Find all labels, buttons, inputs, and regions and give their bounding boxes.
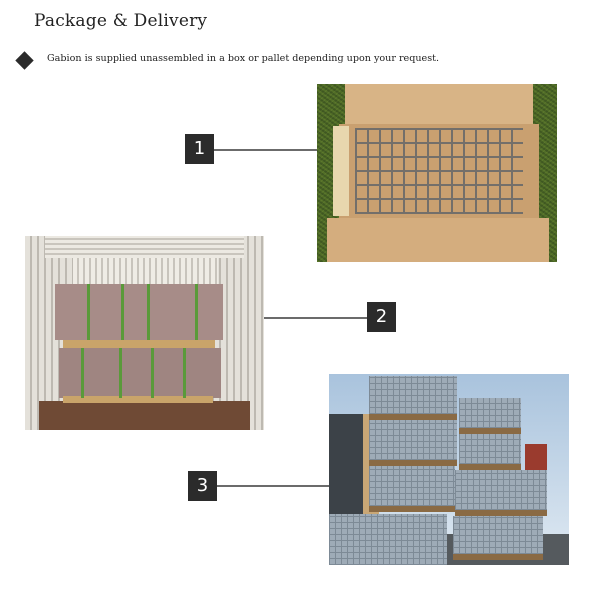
box-flap-top bbox=[345, 84, 533, 128]
photo-box-packaging bbox=[317, 84, 557, 262]
strap bbox=[147, 284, 150, 340]
mesh-stack bbox=[369, 466, 455, 506]
pallet bbox=[369, 460, 457, 466]
wrapped-load-bottom bbox=[59, 348, 221, 398]
mesh-stack bbox=[369, 376, 457, 414]
step-badge-2: 2 bbox=[367, 302, 396, 332]
leader-line-1 bbox=[214, 149, 317, 151]
box-flap-bottom bbox=[327, 218, 549, 262]
box-side-panel bbox=[333, 126, 349, 216]
pallet bbox=[459, 464, 521, 470]
mesh-stack bbox=[369, 420, 457, 460]
container-ceiling bbox=[45, 236, 244, 258]
photo-pallet-stacks bbox=[329, 374, 569, 565]
description-text: Gabion is supplied unassembled in a box … bbox=[47, 53, 440, 64]
mesh-stack bbox=[459, 398, 521, 428]
leader-line-2 bbox=[264, 317, 367, 319]
pallet bbox=[369, 414, 457, 420]
red-container bbox=[525, 444, 547, 472]
gabion-mesh-panel bbox=[355, 128, 523, 214]
leader-line-3 bbox=[217, 485, 329, 487]
mesh-stack bbox=[453, 516, 543, 554]
mesh-stack bbox=[459, 434, 521, 464]
diamond-bullet-icon bbox=[15, 51, 34, 70]
strap bbox=[87, 284, 90, 340]
pallet bbox=[453, 554, 543, 560]
strap bbox=[81, 348, 84, 398]
mesh-stack bbox=[329, 514, 447, 565]
pallet-top bbox=[63, 340, 215, 348]
strap bbox=[121, 284, 124, 340]
step-badge-3: 3 bbox=[188, 471, 217, 501]
photo-container-loading bbox=[25, 236, 264, 430]
page-title: Package & Delivery bbox=[34, 11, 208, 31]
strap bbox=[183, 348, 186, 398]
pallet bbox=[369, 506, 455, 512]
container-floor bbox=[39, 401, 250, 430]
mesh-stack bbox=[455, 470, 547, 510]
strap bbox=[195, 284, 198, 340]
pallet bbox=[459, 428, 521, 434]
step-badge-1: 1 bbox=[185, 134, 214, 164]
pallet bbox=[455, 510, 547, 516]
strap bbox=[119, 348, 122, 398]
container-back-wall bbox=[73, 258, 218, 286]
pallet-bottom bbox=[63, 396, 213, 403]
strap bbox=[151, 348, 154, 398]
